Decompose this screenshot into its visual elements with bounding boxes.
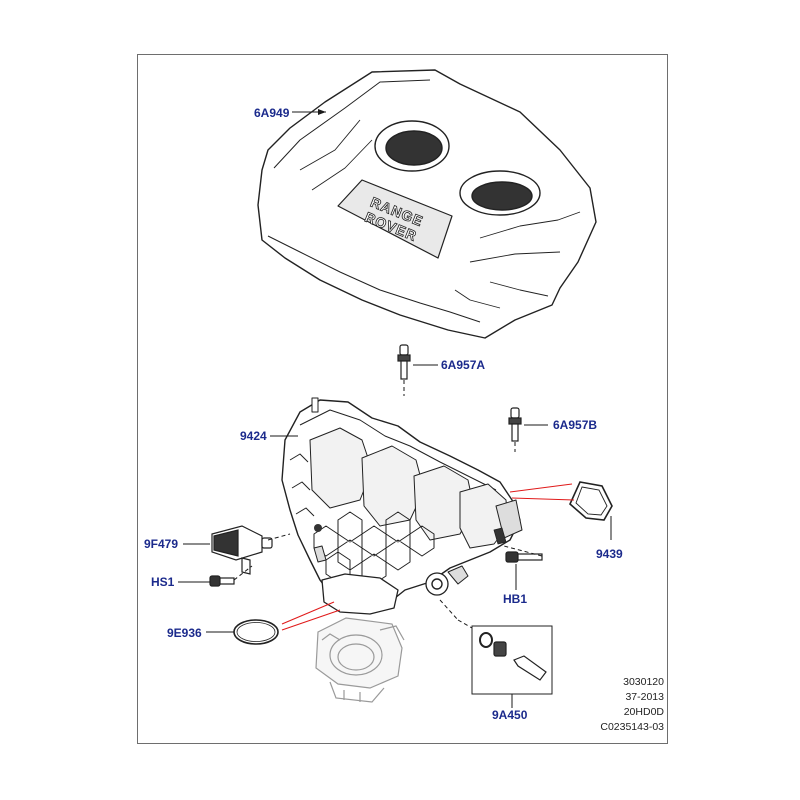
intake-manifold: [281, 397, 523, 615]
callout-sensor-bolt: HS1: [151, 575, 175, 589]
bolt-kit: [471, 625, 553, 695]
callout-intake-manifold: 9424: [240, 429, 267, 443]
engine-cover: [257, 69, 597, 339]
callout-cover-stud-a: 6A957A: [441, 358, 486, 372]
manifold-bolt: [505, 551, 543, 563]
callout-cover-stud-b: 6A957B: [553, 418, 598, 432]
leader-lines: [178, 109, 612, 708]
map-sensor: [211, 525, 273, 575]
callout-map-sensor: 9F479: [144, 537, 179, 551]
callout-manifold-gasket: 9439: [596, 547, 623, 561]
callout-engine-cover: 6A949: [254, 106, 290, 120]
cover-stud-b: [508, 407, 522, 442]
callout-manifold-bolt: HB1: [503, 592, 528, 606]
callout-throttle-seal: 9E936: [167, 626, 202, 640]
diagram-frame: [137, 54, 668, 744]
reference-line2: 37-2013: [625, 691, 664, 703]
reference-line1: 3030120: [623, 676, 664, 688]
throttle-seal: [233, 619, 279, 645]
manifold-gasket: [569, 481, 613, 521]
callout-bolt-kit: 9A450: [492, 708, 528, 722]
indicator-lines: [281, 483, 575, 631]
sensor-bolt: [209, 575, 235, 587]
cover-stud-a: [397, 344, 411, 380]
reference-line4: C0235143-03: [600, 721, 664, 733]
throttle-body: [315, 617, 405, 703]
reference-line3: 20HD0D: [623, 706, 664, 718]
